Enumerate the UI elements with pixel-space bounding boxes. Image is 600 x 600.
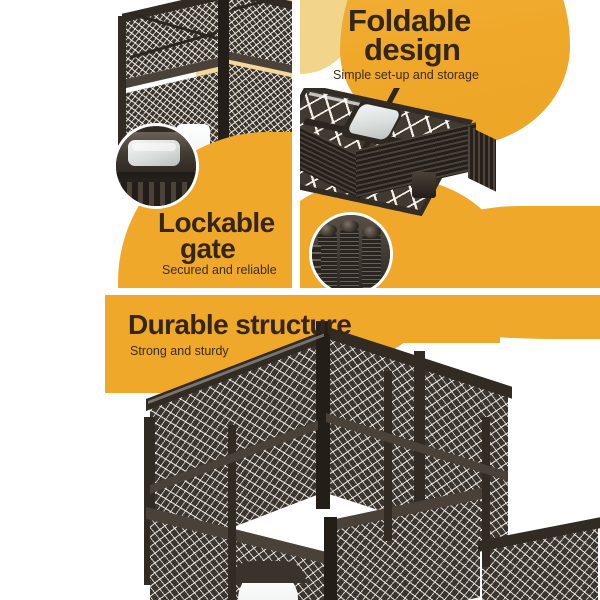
heading-foldable-design-line2: design [364, 32, 461, 67]
wall-back-left-post [144, 417, 155, 585]
folded-corner-block [412, 172, 436, 198]
corner-post-back [316, 321, 330, 509]
hinge-cap-1 [318, 224, 337, 236]
hinge-panel-edge [312, 245, 321, 288]
heading-foldable-design: Foldable [348, 3, 471, 38]
subheading-durable-structure: Strong and sturdy [130, 344, 229, 358]
frame-center-post [218, 0, 229, 186]
inset-photo-hinges [312, 215, 390, 288]
amber-banner-left-notch [105, 295, 145, 355]
photo-assembled-playpen [130, 321, 600, 600]
hinge-cap-3 [362, 226, 381, 238]
brace-vertical-3 [482, 417, 490, 567]
gate-arch-frame [230, 561, 306, 583]
inset-photo-gate-latch [116, 126, 196, 206]
panel-foldable-design: Foldable design Simple set-up and storag… [300, 0, 600, 288]
heading-durable-structure: Durable structure [128, 309, 352, 340]
brace-vertical-1 [228, 425, 236, 600]
hinge-barrel-1 [318, 229, 337, 288]
folded-right-endcap [468, 126, 496, 192]
corner-post-front [324, 517, 337, 600]
photo-folded-playpen-stack [300, 88, 508, 240]
heading-lockable-gate-line2: gate [180, 233, 236, 264]
panel-durable-structure: Durable structure Strong and sturdy [0, 295, 600, 600]
heading-lockable-gate: Lockable [158, 207, 275, 238]
hinge-barrel-3 [362, 231, 381, 288]
hinge-barrel-2 [340, 225, 359, 288]
latch-base-ribs [116, 182, 196, 206]
hinge-cap-2 [340, 220, 359, 232]
subheading-lockable-gate: Secured and reliable [162, 263, 277, 277]
latch-slider-highlight [132, 143, 176, 151]
panel-lockable-gate: Lockable gate Secured and reliable [0, 0, 292, 288]
wall-back-right-midpost [414, 351, 425, 519]
subheading-foldable-design: Simple set-up and storage [333, 68, 479, 82]
frame-near-left-post [118, 16, 126, 182]
brace-vertical-2 [384, 371, 392, 541]
